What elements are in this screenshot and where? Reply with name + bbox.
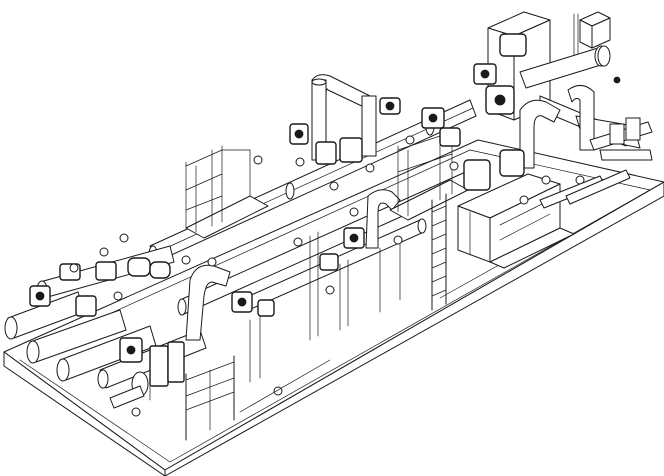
vertical-pipe-loop: [311, 74, 377, 161]
front-gate: [185, 355, 235, 441]
valve-actuators: [29, 33, 527, 387]
small-branch-pipes: [539, 117, 653, 209]
instrument-gauges: [69, 135, 585, 417]
pipe-supports: [149, 231, 401, 401]
elbow-pipes: [185, 85, 595, 341]
platform-left: [185, 145, 269, 239]
ladder: [431, 193, 447, 311]
pump-motor-enclosure: [457, 173, 575, 269]
